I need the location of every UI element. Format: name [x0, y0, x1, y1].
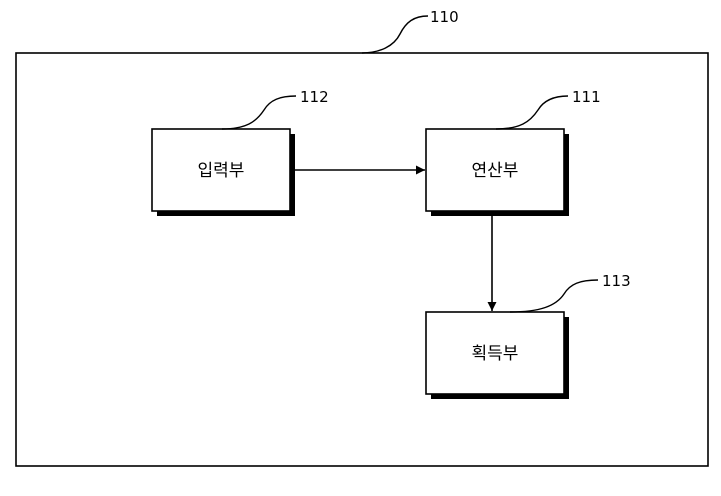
compute-block-leader-line — [495, 95, 569, 130]
input-block-box — [151, 128, 291, 212]
input-block: 입력부 — [151, 128, 295, 216]
acquire-block-leader-line — [509, 279, 599, 313]
compute-block-label: 연산부 — [472, 161, 519, 181]
acquire-block-label: 획득부 — [472, 344, 519, 364]
compute-block: 연산부 — [425, 128, 569, 216]
acquire-block-box — [425, 311, 565, 395]
compute-block-box — [425, 128, 565, 212]
input-block-ref: 112 — [300, 88, 329, 106]
acquire-block: 획득부 — [425, 311, 569, 399]
acquire-block-ref: 113 — [602, 272, 631, 290]
outer-frame — [15, 52, 709, 467]
input-block-label: 입력부 — [198, 161, 245, 181]
compute-block-ref: 111 — [572, 88, 601, 106]
input-block-leader-line — [221, 95, 297, 130]
outer-frame-ref: 110 — [430, 8, 459, 26]
outer-frame-leader-line — [361, 15, 429, 54]
